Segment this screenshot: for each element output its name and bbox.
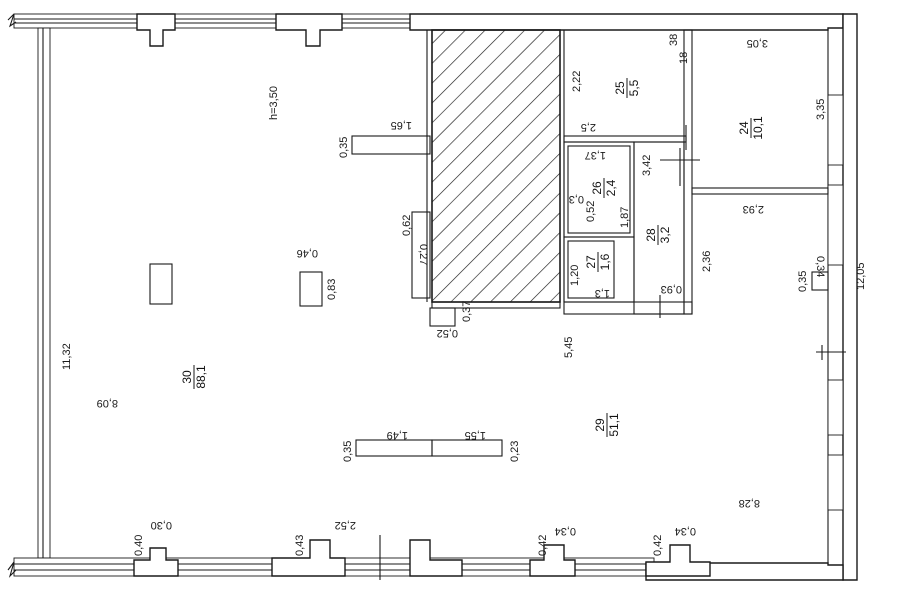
dim-0-34a: 0,34: [814, 256, 826, 277]
room-26-area: 2,4: [604, 179, 618, 196]
top-wall-right: [409, 13, 844, 31]
dim-2-93: 2,93: [743, 203, 764, 215]
dim-0-35c: 0,35: [342, 441, 354, 462]
partition-1-49: [355, 439, 433, 457]
room-27-area: 1,6: [598, 253, 612, 270]
break-mark-top: [7, 13, 17, 28]
dim-0-42b: 0,42: [652, 535, 664, 556]
hatched-shaft: [431, 29, 561, 303]
room-29-label: 29 51,1: [593, 413, 621, 437]
left-wall: [37, 27, 51, 559]
column-centre: [299, 271, 323, 307]
dim-3-05: 3,05: [747, 37, 768, 49]
dim-1-20: 1,20: [569, 265, 581, 286]
partition-1-55: [431, 439, 503, 457]
dim-0-62: 0,62: [401, 215, 413, 236]
room-24-label: 24 10,1: [737, 116, 765, 140]
dim-1-55: 1,55: [465, 429, 486, 441]
dim-0-34b: 0,34: [555, 525, 576, 537]
partition-1-65: [351, 135, 431, 155]
room-26-label: 26 2,4: [590, 178, 618, 198]
dim-11-32: 11,32: [61, 343, 73, 370]
dim-2-22: 2,22: [571, 71, 583, 92]
dim-1-3: 1,3: [595, 287, 610, 299]
top-pilasters: [136, 13, 343, 47]
room-26-number: 26: [590, 181, 604, 195]
room-28-area: 3,2: [658, 226, 672, 243]
dim-1-65: 1,65: [391, 119, 412, 131]
room-24-area: 10,1: [751, 116, 765, 140]
dim-18: 18: [678, 52, 690, 64]
room-29-area: 51,1: [607, 413, 621, 437]
right-window-3: [827, 379, 844, 436]
column-left: [149, 263, 173, 305]
room-28-label: 28 3,2: [644, 225, 672, 245]
dim-1-49: 1,49: [387, 429, 408, 441]
dim-2-52: 2,52: [335, 519, 356, 531]
dim-0-42a: 0,42: [537, 535, 549, 556]
right-window-4: [827, 454, 844, 511]
room-labels: 24 10,1 25 5,5 26 2,4 27 1,6 28 3,2 29 5…: [180, 78, 765, 437]
exterior-walls: [7, 13, 858, 581]
room-25-label: 25 5,5: [613, 78, 641, 98]
room-24-number: 24: [737, 121, 751, 135]
right-window-1: [827, 94, 844, 166]
room-30-label: 30 88,1: [180, 365, 208, 389]
dim-0-46: 0,46: [297, 247, 318, 259]
room-25-number: 25: [613, 81, 627, 95]
ceiling-height-label: h=3,50: [268, 86, 280, 120]
dim-0-83: 0,83: [326, 279, 338, 300]
interior-partitions: [563, 29, 846, 360]
dim-0-27: 0,27: [417, 244, 429, 265]
room-27-label: 27 1,6: [584, 252, 612, 272]
dim-0-30: 0,30: [151, 519, 172, 531]
dim-12-05: 12,05: [855, 262, 867, 290]
dim-0-40: 0,40: [133, 535, 145, 556]
dim-2-36: 2,36: [701, 251, 713, 272]
dim-2-5: 2,5: [581, 121, 596, 133]
dim-5-45: 5,45: [563, 337, 575, 358]
dim-3-35: 3,35: [815, 99, 827, 120]
break-mark-bottom: [7, 561, 17, 578]
room-28-number: 28: [644, 228, 658, 242]
dim-8-09: 8,09: [97, 397, 118, 409]
room-27-number: 27: [584, 255, 598, 269]
dim-0-23: 0,23: [509, 441, 521, 462]
dim-3-42: 3,42: [641, 155, 653, 176]
bottom-pilasters: [133, 535, 711, 580]
dim-8-28: 8,28: [739, 497, 760, 509]
room-30-area: 88,1: [194, 365, 208, 389]
dimension-labels: 11,32 12,05 8,09 8,28 5,45 1,65 0,35 0,6…: [61, 34, 867, 556]
room-29-number: 29: [593, 418, 607, 432]
dim-0-3: 0,3: [569, 193, 584, 205]
dim-0-37: 0,37: [461, 301, 473, 322]
dim-0-35a: 0,35: [338, 137, 350, 158]
dim-0-52a: 0,52: [437, 327, 458, 339]
dim-0-52b: 0,52: [585, 201, 597, 222]
dim-0-93: 0,93: [661, 283, 682, 295]
dim-1-87: 1,87: [619, 207, 631, 228]
room-25-area: 5,5: [627, 79, 641, 96]
room-30-number: 30: [180, 370, 194, 384]
dim-1-37: 1,37: [585, 149, 606, 161]
dim-0-43: 0,43: [294, 535, 306, 556]
dim-0-34c: 0,34: [675, 525, 696, 537]
right-window-2: [827, 184, 844, 266]
dim-0-35b: 0,35: [797, 271, 809, 292]
dim-38: 38: [668, 34, 680, 46]
top-window-band: [13, 13, 411, 29]
right-wall: [842, 13, 858, 581]
